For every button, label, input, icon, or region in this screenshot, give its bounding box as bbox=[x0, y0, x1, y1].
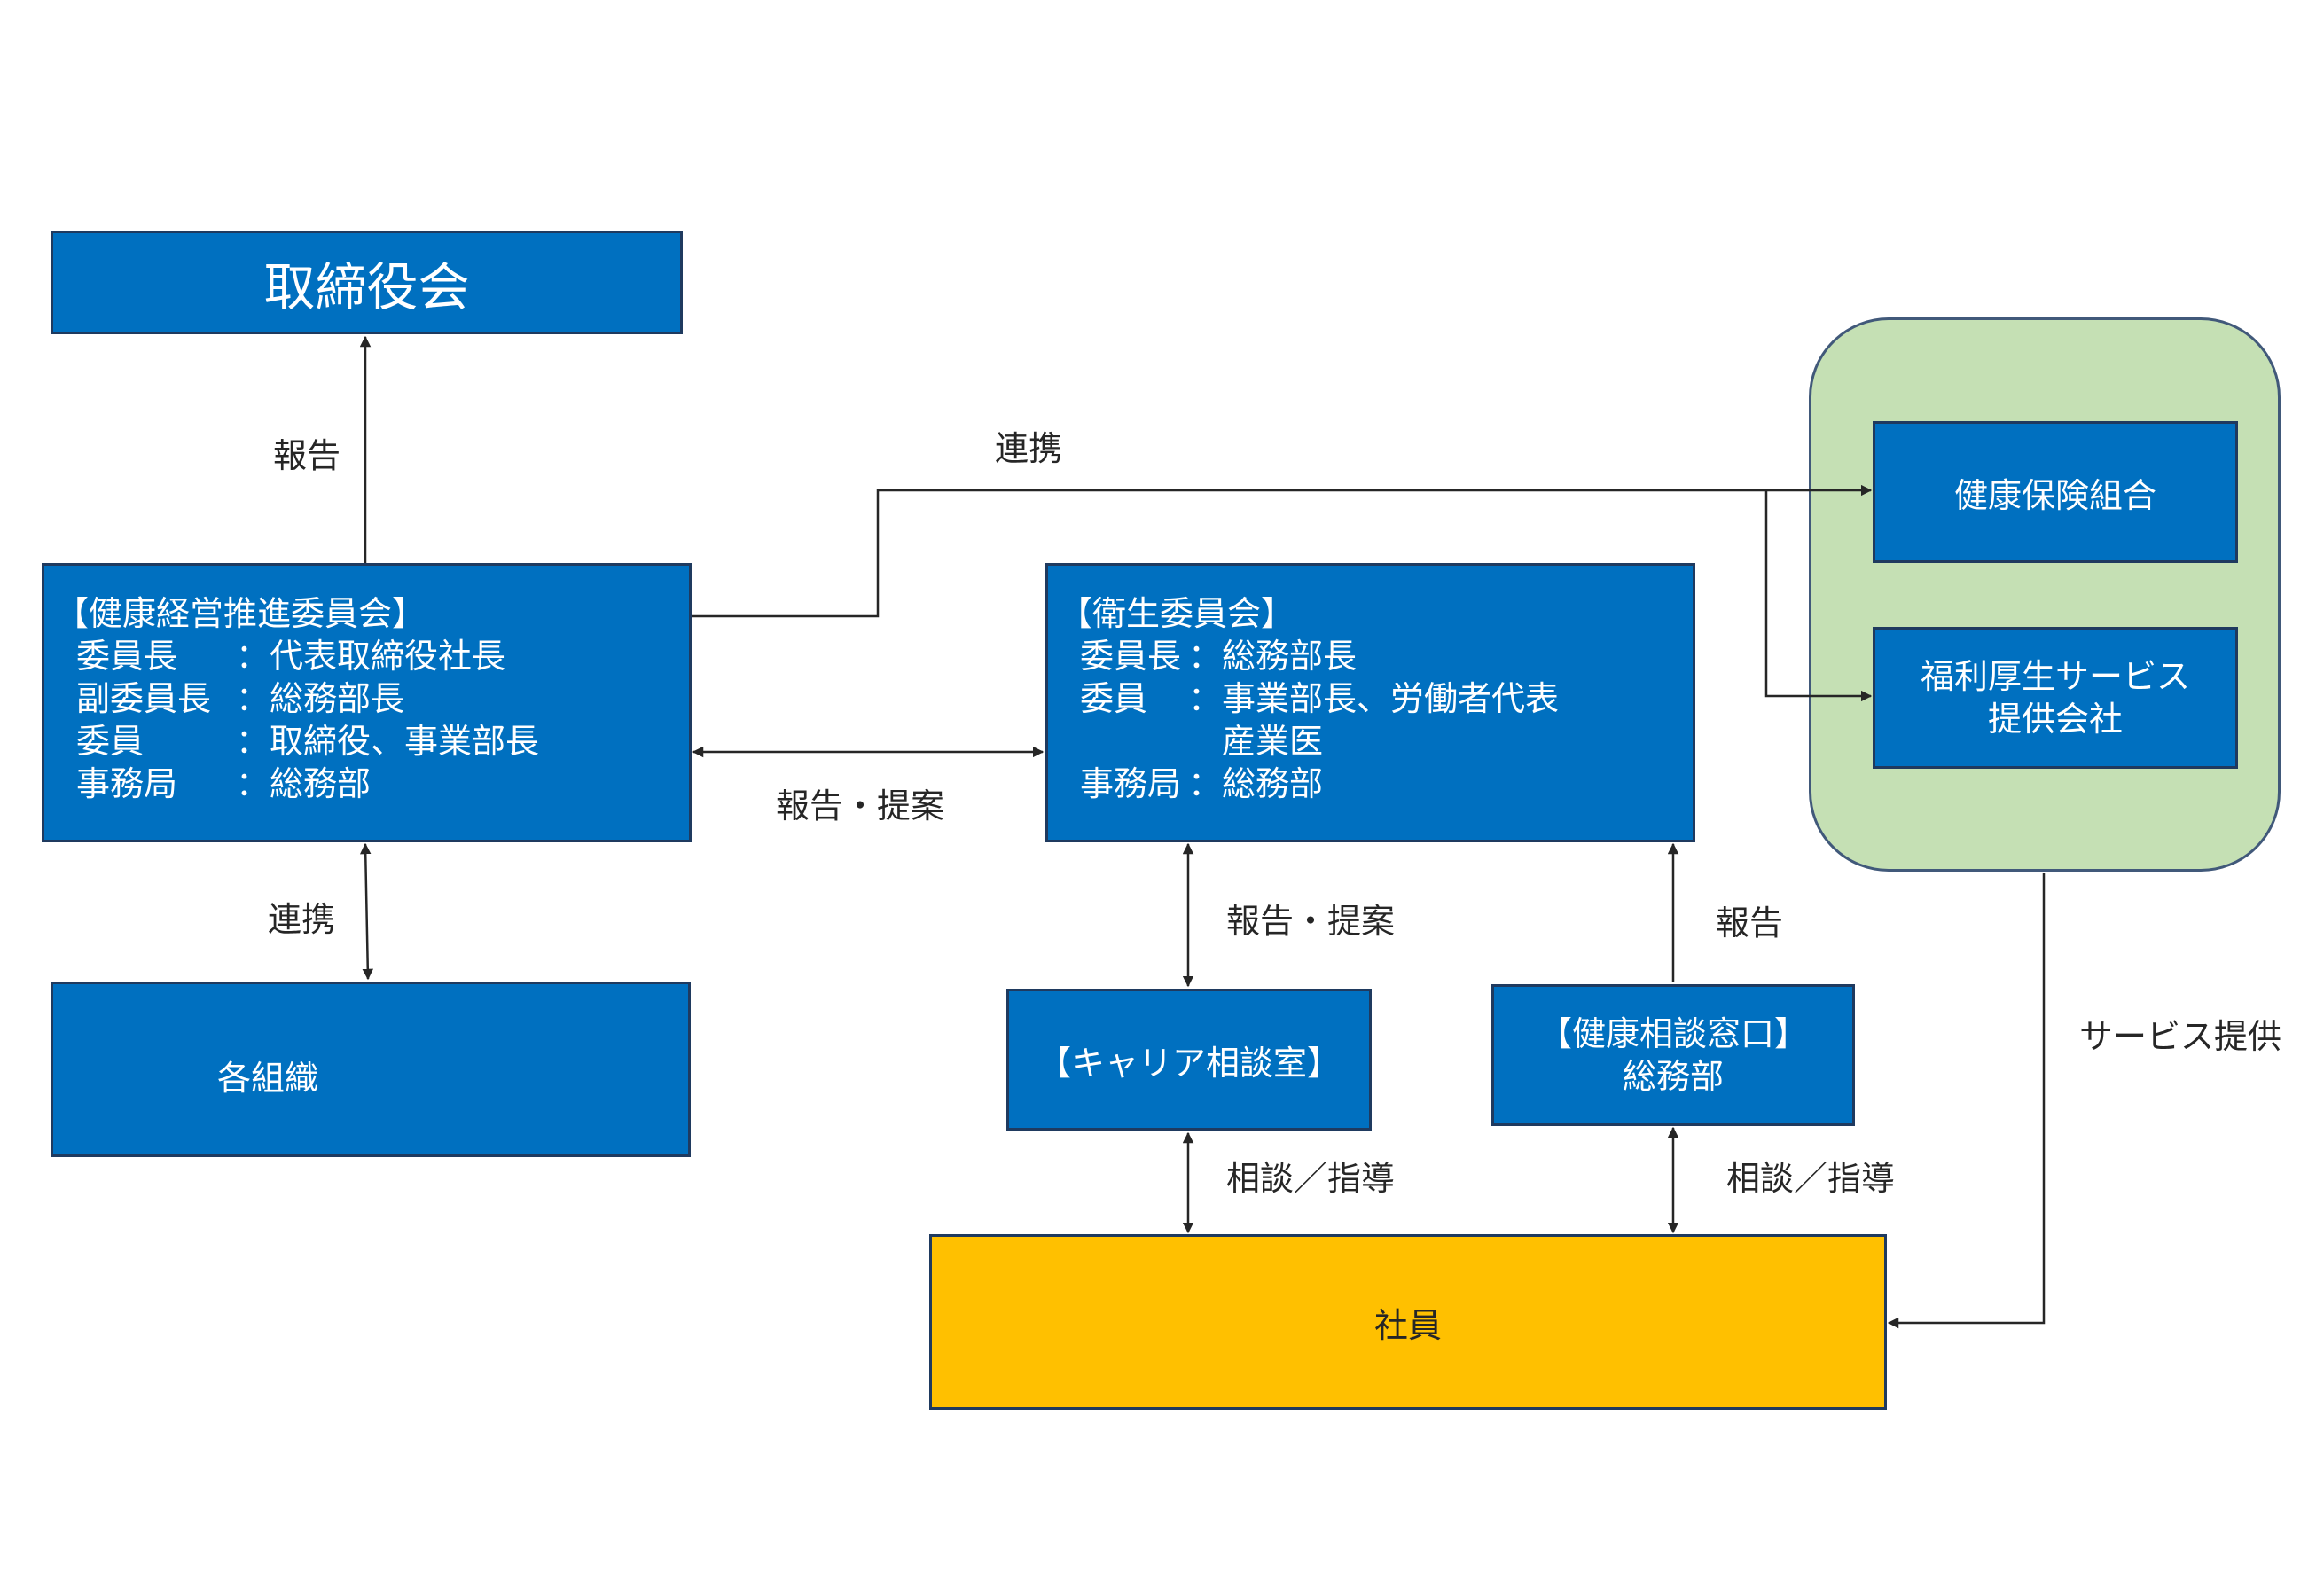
role-sep: ： bbox=[1188, 679, 1223, 718]
health-desk-title: 【健康相談窓口】 bbox=[1537, 1014, 1808, 1053]
role-value: 総務部 bbox=[270, 764, 372, 803]
welfare-company-box: 福利厚生サービス 提供会社 bbox=[1873, 627, 2238, 769]
organizations-box: 各組織 bbox=[51, 982, 691, 1157]
role-sep: ： bbox=[236, 637, 270, 676]
health-insurance-box: 健康保険組合 bbox=[1873, 421, 2238, 563]
role-label: 委員長 bbox=[1080, 637, 1182, 676]
sanitation-committee-row: 事務局：総務部 bbox=[1080, 763, 1693, 805]
health-desk-box: 【健康相談窓口】 総務部 bbox=[1491, 984, 1855, 1126]
edge-label-link-orgs: 連携 bbox=[268, 900, 336, 939]
health-desk-dept: 総務部 bbox=[1622, 1057, 1724, 1096]
career-room-box: 【キャリア相談室】 bbox=[1006, 989, 1372, 1130]
role-label: 委員長 bbox=[76, 637, 178, 676]
edge-label-consult-desk: 相談／指導 bbox=[1726, 1159, 1896, 1198]
role-label: 委員 bbox=[1080, 679, 1148, 718]
welfare-company-line1: 福利厚生サービス bbox=[1920, 657, 2190, 696]
role-sep: ： bbox=[1188, 637, 1223, 676]
role-label: 事務局 bbox=[1080, 764, 1182, 803]
role-value: 取締役、事業部長 bbox=[270, 722, 540, 761]
employees-label: 社員 bbox=[1373, 1305, 1442, 1345]
edge-label-service-provision: サービス提供 bbox=[2079, 1017, 2282, 1056]
board-box: 取締役会 bbox=[51, 231, 683, 334]
role-value: 総務部長 bbox=[270, 679, 405, 718]
partner-group-container bbox=[1809, 317, 2281, 872]
role-sep: ： bbox=[236, 764, 270, 803]
health-committee-row: 事務局 ：総務部 bbox=[76, 763, 689, 805]
role-label: 事務局 bbox=[76, 764, 178, 803]
role-label: 委員 bbox=[76, 722, 145, 761]
health-insurance-label: 健康保険組合 bbox=[1953, 475, 2156, 515]
health-committee-row: 副委員長 ：総務部長 bbox=[76, 677, 689, 720]
sanitation-committee-row: 委員長：総務部長 bbox=[1080, 635, 1693, 677]
sanitation-committee-row: 産業医 bbox=[1080, 720, 1693, 763]
role-value: 代表取締役社長 bbox=[270, 637, 506, 676]
role-sep: ： bbox=[1188, 764, 1223, 803]
role-label bbox=[1080, 720, 1188, 763]
connector-to-welfare-company bbox=[1764, 490, 1873, 702]
sanitation-committee-title: 【衛生委員会】 bbox=[1059, 594, 1295, 633]
role-value: 総務部長 bbox=[1222, 637, 1358, 676]
welfare-company-line2: 提供会社 bbox=[1987, 700, 2123, 739]
role-sep: ： bbox=[236, 679, 270, 718]
edge-label-link-partners: 連携 bbox=[995, 429, 1063, 468]
edge-label-report-board: 報告 bbox=[273, 436, 341, 475]
board-label: 取締役会 bbox=[263, 256, 470, 317]
edge-label-report-proposal-committees: 報告・提案 bbox=[776, 786, 945, 825]
role-label: 副委員長 bbox=[76, 679, 212, 718]
role-value: 事業部長、労働者代表 bbox=[1222, 679, 1560, 718]
edge-label-report-desk: 報告 bbox=[1716, 904, 1784, 943]
health-committee-title: 【健康経営推進委員会】 bbox=[55, 594, 426, 633]
edge-label-consult-career: 相談／指導 bbox=[1226, 1159, 1396, 1198]
arrow-service-to-employees bbox=[1887, 873, 2046, 1329]
health-committee-box: 【健康経営推進委員会】 委員長：代表取締役社長 副委員長：総務部長 委員：取締役… bbox=[42, 563, 692, 842]
role-sep bbox=[1188, 720, 1222, 763]
health-committee-row: 委員長 ：代表取締役社長 bbox=[76, 635, 689, 677]
connector-to-health-insurance bbox=[690, 484, 1873, 618]
organizations-label: 各組織 bbox=[217, 1059, 319, 1098]
arrow-committee-orgs-bidirectional bbox=[359, 842, 374, 981]
career-room-label: 【キャリア相談室】 bbox=[1037, 1043, 1341, 1083]
edge-label-report-proposal-career: 報告・提案 bbox=[1226, 902, 1396, 941]
role-sep: ： bbox=[236, 722, 270, 761]
role-value: 総務部 bbox=[1222, 764, 1324, 803]
health-committee-row: 委員 ：取締役、事業部長 bbox=[76, 720, 689, 763]
sanitation-committee-box: 【衛生委員会】 委員長：総務部長 委員：事業部長、労働者代表 産業医 事務局：総… bbox=[1045, 563, 1695, 842]
sanitation-committee-row: 委員 ：事業部長、労働者代表 bbox=[1080, 677, 1693, 720]
role-value: 産業医 bbox=[1222, 722, 1324, 761]
employees-box: 社員 bbox=[929, 1234, 1887, 1410]
